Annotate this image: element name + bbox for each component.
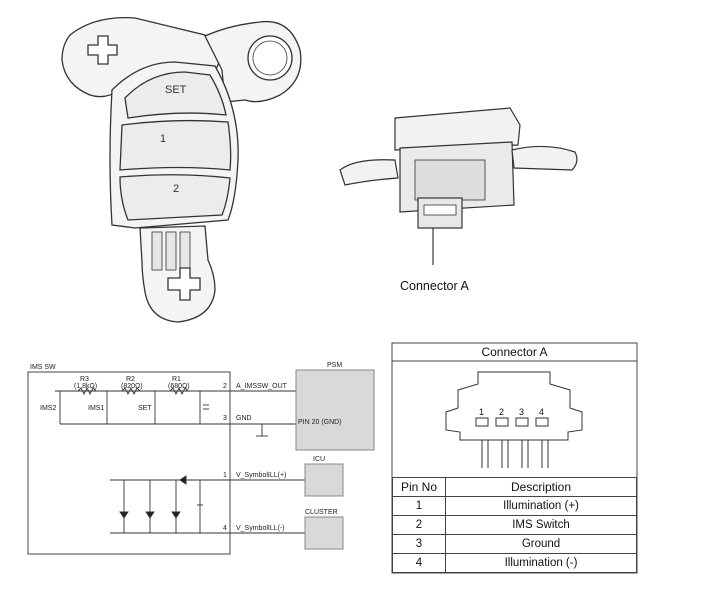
table-row: 1 Illumination (+) xyxy=(392,496,637,516)
table-header-row: Pin No Description xyxy=(392,477,637,497)
connector-pin-4: 4 xyxy=(539,407,544,417)
psm-module xyxy=(295,369,375,451)
ims-sw-box xyxy=(27,371,231,555)
table-row: 2 IMS Switch xyxy=(392,515,637,535)
cluster-label: CLUSTER xyxy=(305,509,338,516)
ims-schematic xyxy=(27,371,305,555)
pin-num-1: 1 xyxy=(223,472,227,479)
table-row: 4 Illumination (-) xyxy=(392,553,637,573)
pin-cell: 3 xyxy=(392,534,446,554)
ims-sw-label: IMS SW xyxy=(30,364,56,371)
table-row: 3 Ground xyxy=(392,534,637,554)
connector-a-caption: Connector A xyxy=(400,279,469,293)
set-button-label: SET xyxy=(165,84,187,96)
r1-value: (680Ω) xyxy=(168,383,190,390)
resistor-r2 xyxy=(121,386,141,396)
switch-ims2-label: IMS2 xyxy=(40,405,56,412)
pin-cell: 2 xyxy=(392,515,446,535)
pin-cell: 1 xyxy=(392,496,446,516)
switch-rear-view-drawing xyxy=(339,107,578,265)
description-cell: Illumination (-) xyxy=(445,553,637,573)
switch-ims1-label: IMS1 xyxy=(88,405,104,412)
connector-table-title: Connector A xyxy=(481,345,548,359)
resistor-r3 xyxy=(77,386,97,396)
ims-switch-drawing xyxy=(61,16,302,323)
r3-value: (1.8kΩ) xyxy=(74,383,97,390)
connector-a-panel xyxy=(391,342,638,574)
resistor-r1 xyxy=(169,386,189,396)
description-cell: Ground xyxy=(445,534,637,554)
r1-name: R1 xyxy=(172,376,181,383)
r2-value: (820Ω) xyxy=(121,383,143,390)
pin-num-4: 4 xyxy=(223,525,227,532)
description-cell: Illumination (+) xyxy=(445,496,637,516)
pin-signal-1: V_SymbolILL(+) xyxy=(236,472,286,479)
icu-label: ICU xyxy=(313,456,325,463)
memory-1-button-label: 1 xyxy=(160,133,166,145)
psm-label: PSM xyxy=(327,362,342,369)
pin-signal-4: V_SymbolILL(-) xyxy=(236,525,285,532)
pin-description-table: Pin No Description 1 Illumination (+) 2 … xyxy=(392,477,637,573)
connector-pin-1: 1 xyxy=(479,407,484,417)
psm-pin-label: PIN 20 (GND) xyxy=(298,419,342,426)
memory-2-button-label: 2 xyxy=(173,183,179,195)
description-header: Description xyxy=(445,477,637,497)
connector-pin-2: 2 xyxy=(499,407,504,417)
pin-num-3: 3 xyxy=(223,415,227,422)
connector-pin-3: 3 xyxy=(519,407,524,417)
pin-cell: 4 xyxy=(392,553,446,573)
pin-signal-3: GND xyxy=(236,415,252,422)
description-cell: IMS Switch xyxy=(445,515,637,535)
cluster-module xyxy=(304,516,344,550)
connector-a-face-drawing xyxy=(445,371,583,468)
pin-no-header: Pin No xyxy=(392,477,446,497)
pin-signal-2: A_IMSSW_OUT xyxy=(236,383,288,390)
switch-set-label: SET xyxy=(138,405,152,412)
icu-module xyxy=(304,463,344,497)
pin-num-2: 2 xyxy=(223,383,227,390)
r3-name: R3 xyxy=(80,376,89,383)
r2-name: R2 xyxy=(126,376,135,383)
